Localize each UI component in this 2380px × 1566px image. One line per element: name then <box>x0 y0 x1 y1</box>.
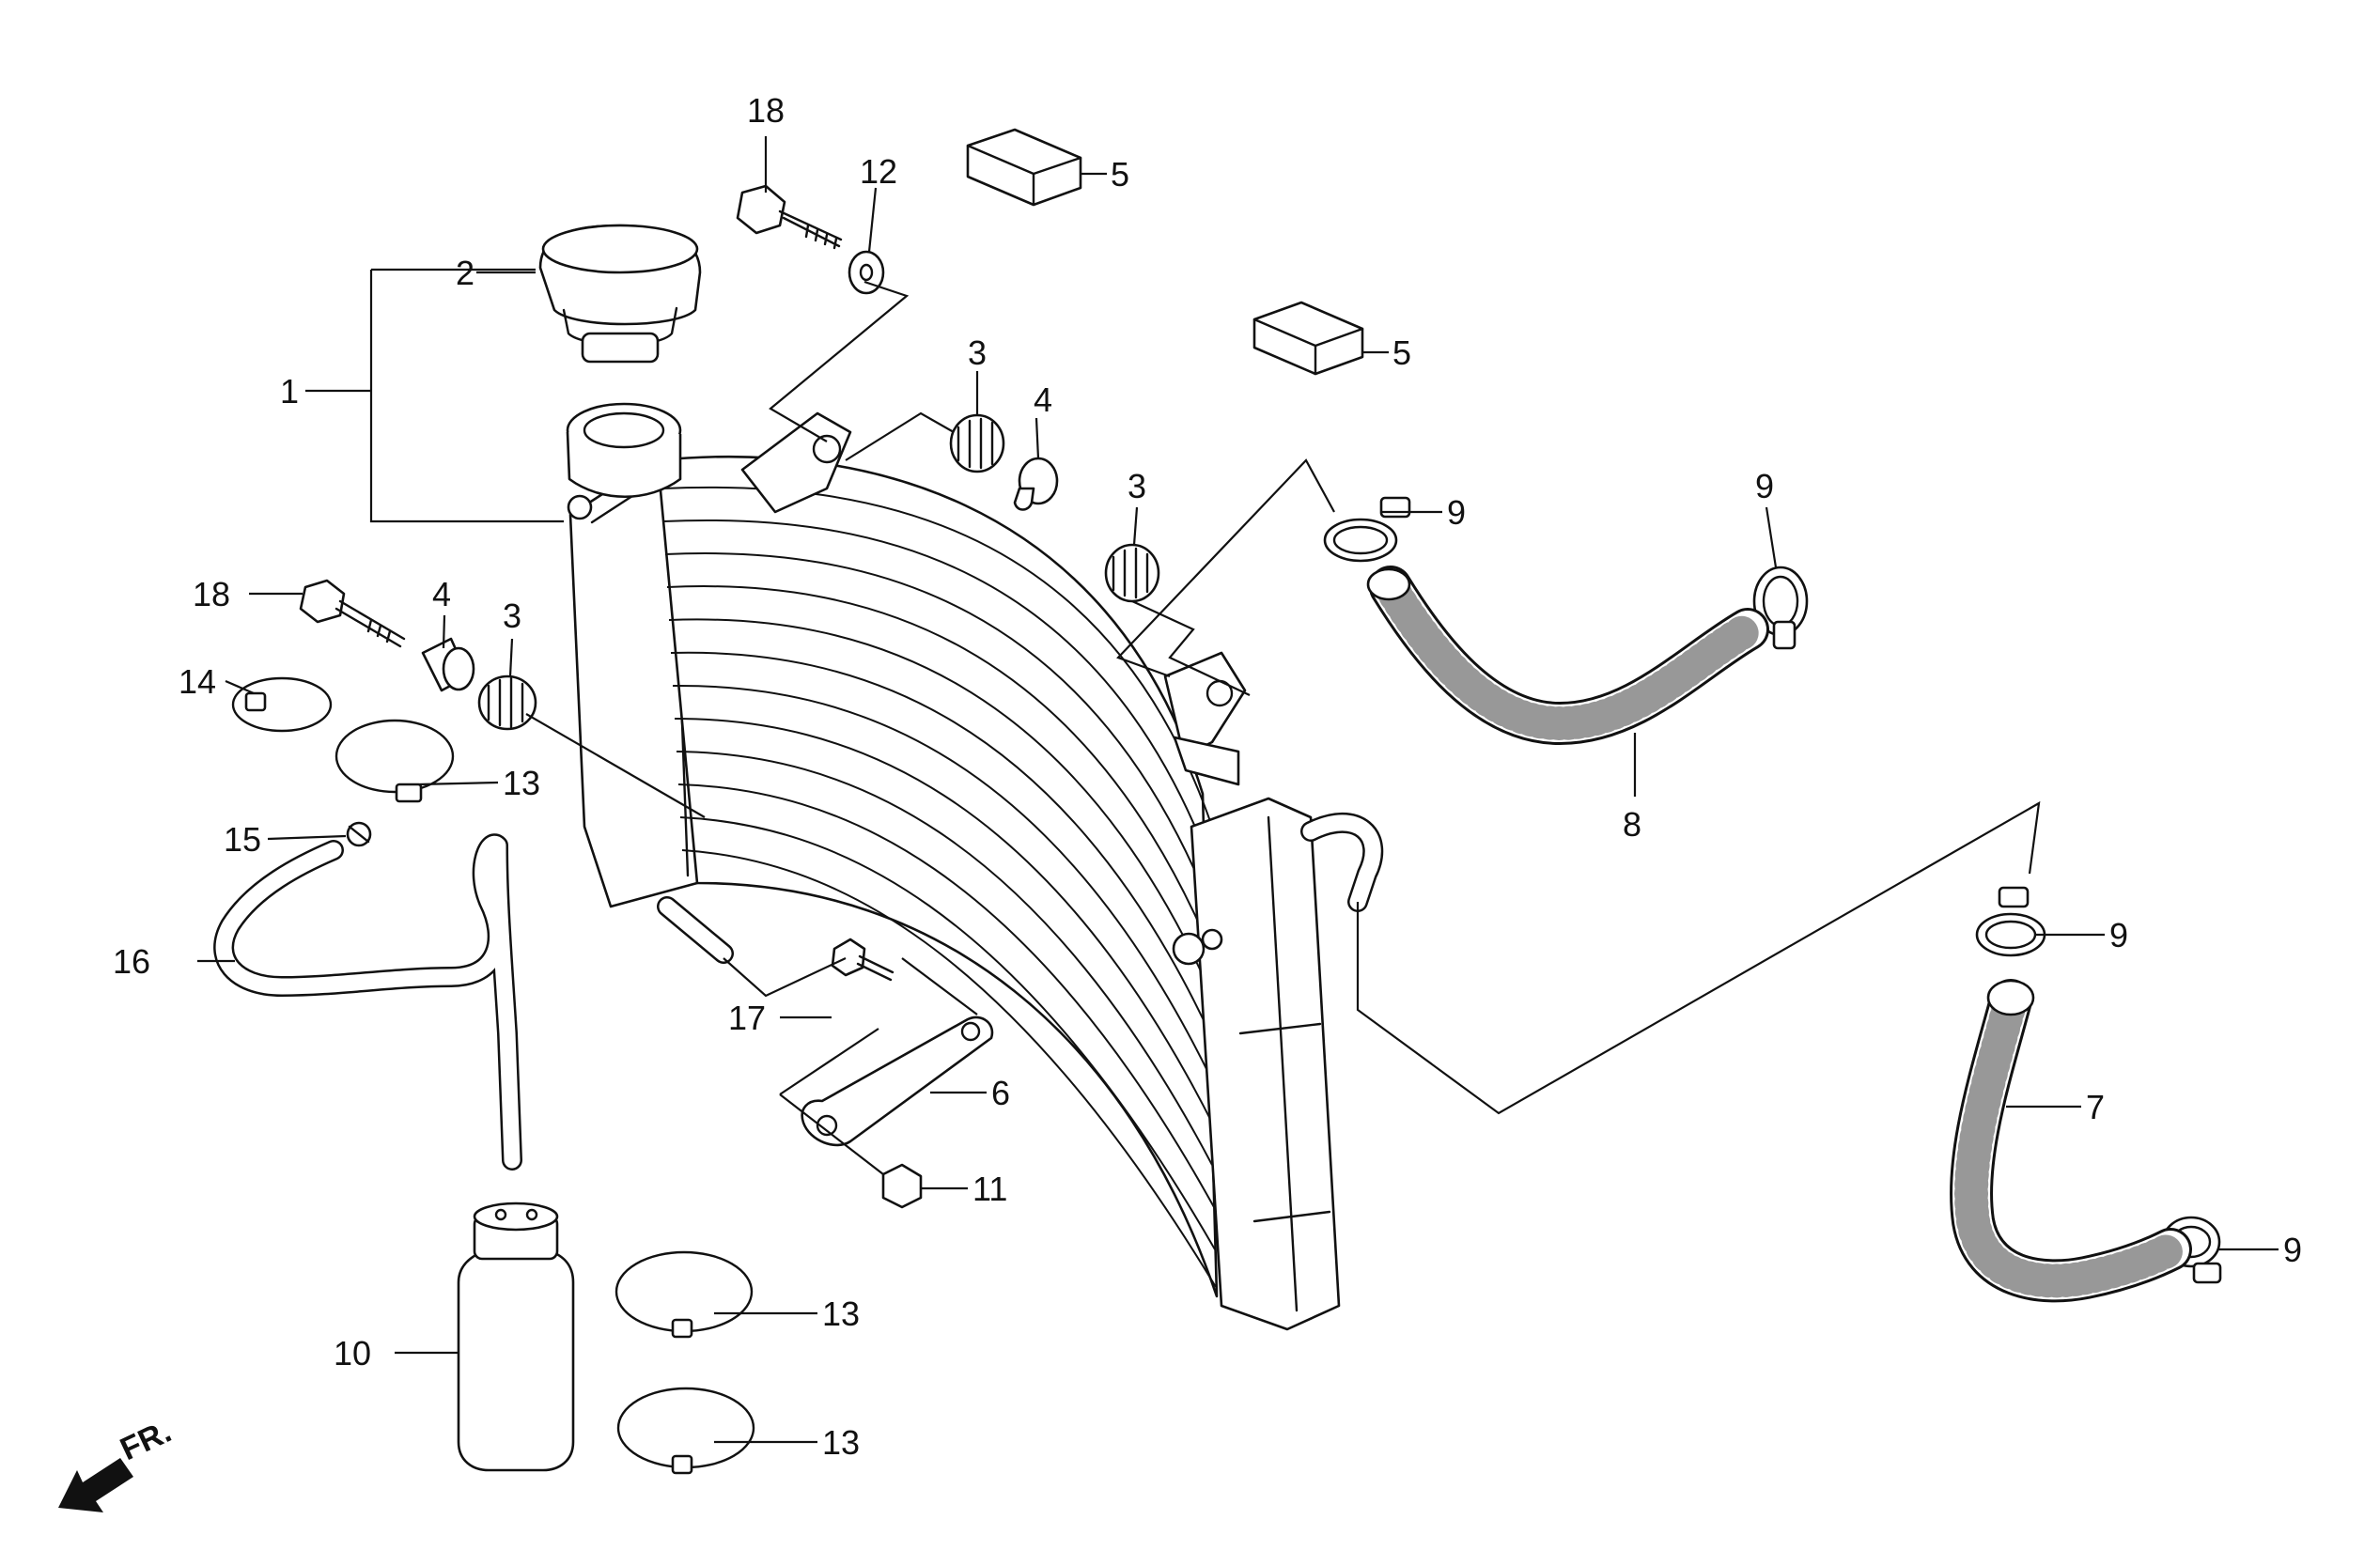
clip-15 <box>346 821 372 847</box>
nut-11 <box>881 1163 923 1209</box>
label-part-13-mid: 13 <box>822 1295 860 1333</box>
label-part-9-b: 9 <box>1755 467 1774 505</box>
bolt-18-top <box>736 184 843 250</box>
label-part-8: 8 <box>1623 805 1641 844</box>
leader-lines <box>197 136 2279 1444</box>
label-part-2: 2 <box>456 254 474 292</box>
radiator-core <box>566 402 1384 1331</box>
label-part-13-upper: 13 <box>503 764 540 802</box>
bracket-6 <box>801 1016 994 1147</box>
radiator-fins <box>661 486 1217 1288</box>
front-direction-indicator: FR. <box>58 1414 177 1512</box>
bolt-18-left <box>299 579 406 648</box>
assembly-lines <box>369 268 2041 1175</box>
sponge-5-mid <box>1252 301 1364 376</box>
band-13-lower <box>616 1387 755 1475</box>
radiator-cap <box>538 224 702 364</box>
label-part-12: 12 <box>860 152 897 191</box>
label-part-4-top: 4 <box>1034 380 1052 419</box>
washer-12 <box>848 250 885 295</box>
label-part-9-d: 9 <box>2283 1231 2302 1269</box>
hose-clamp-9-a <box>1323 496 1411 563</box>
label-part-3-top: 3 <box>968 333 987 372</box>
clip-14 <box>231 676 333 733</box>
label-part-6: 6 <box>991 1074 1010 1112</box>
band-13-mid <box>614 1250 754 1339</box>
label-part-1: 1 <box>280 372 299 411</box>
label-part-16: 16 <box>113 942 150 981</box>
label-part-5-mid: 5 <box>1392 333 1411 372</box>
hose-7 <box>1950 979 2192 1303</box>
hose-8 <box>1366 566 1769 745</box>
label-part-10: 10 <box>334 1334 371 1372</box>
label-part-7: 7 <box>2086 1088 2105 1126</box>
sponge-5-top <box>966 128 1082 207</box>
band-13-upper <box>334 719 455 803</box>
part-labels: 1 2 18 12 5 5 3 4 3 9 9 8 9 7 9 18 4 3 1… <box>113 91 2302 1462</box>
collar-4-top <box>1013 457 1059 511</box>
label-part-17: 17 <box>728 999 766 1037</box>
collar-4-left <box>421 637 475 692</box>
label-part-9-c: 9 <box>2109 916 2128 954</box>
label-part-13-lower: 13 <box>822 1423 860 1462</box>
label-part-9-a: 9 <box>1447 493 1466 532</box>
label-part-18-left: 18 <box>193 575 230 613</box>
bolt-17 <box>831 938 894 982</box>
label-part-3-right: 3 <box>1128 467 1146 505</box>
overflow-tube-16 <box>213 833 522 1171</box>
front-arrow-icon <box>58 1458 133 1512</box>
grommet-3-left <box>477 674 537 731</box>
hose-clamp-9-b <box>1752 566 1809 650</box>
label-part-5-top: 5 <box>1111 155 1129 194</box>
label-part-4-left: 4 <box>432 575 451 613</box>
reserve-tank-10 <box>457 1202 575 1472</box>
grommet-3-right <box>1104 543 1160 603</box>
label-part-11: 11 <box>972 1170 1007 1208</box>
label-part-15: 15 <box>224 820 261 859</box>
front-label: FR. <box>115 1414 177 1468</box>
grommet-3-top <box>949 413 1005 473</box>
hose-clamp-9-c <box>1975 886 2046 957</box>
label-part-14: 14 <box>179 662 216 701</box>
label-part-18-top: 18 <box>747 91 785 130</box>
label-part-3-left: 3 <box>503 597 521 635</box>
